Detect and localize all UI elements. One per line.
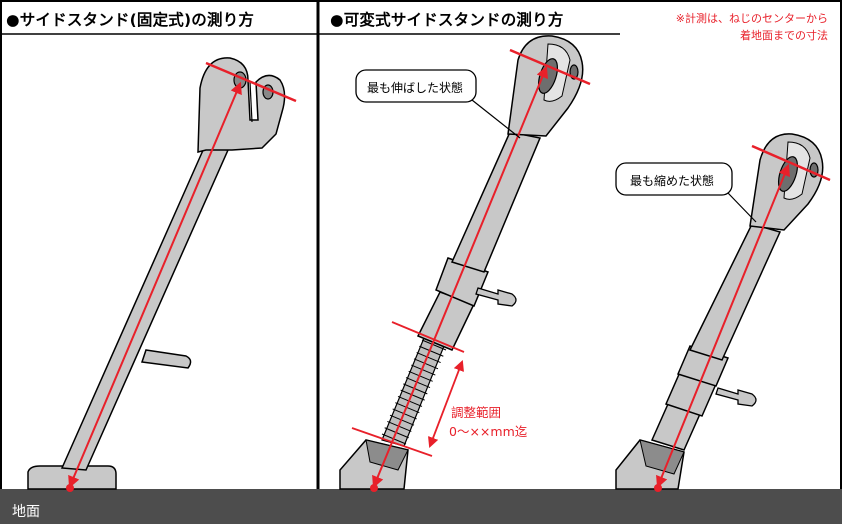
ground-label: 地面 xyxy=(12,504,40,520)
ground-strip xyxy=(0,489,842,524)
range-line-bottom xyxy=(351,427,433,457)
callout-extended-box xyxy=(355,69,477,103)
extended-adjust-bolt xyxy=(475,287,517,307)
callout-extended-pointer xyxy=(471,99,521,139)
adjust-range-value: 0～××mm迄 xyxy=(449,424,528,439)
retracted-axle-marker xyxy=(751,144,831,182)
fixed-side-stand xyxy=(27,57,297,492)
adjust-range-label: 調整範囲 xyxy=(451,405,502,420)
left-panel-title: ●サイドスタンド(固定式)の測り方 xyxy=(6,11,255,29)
callout-retracted-pointer xyxy=(727,192,757,223)
adjustable-stand-retracted xyxy=(615,133,831,492)
fixed-clevis-gap xyxy=(249,81,253,123)
extended-measure-arrow xyxy=(372,65,548,489)
fixed-axle-marker xyxy=(205,61,297,103)
fixed-contact-dot xyxy=(66,484,74,492)
fixed-measure-arrow xyxy=(68,81,242,489)
retracted-contact-dot xyxy=(654,484,662,492)
retracted-adjust-bolt xyxy=(715,387,757,407)
range-line-top xyxy=(391,321,465,353)
adjustable-stand-extended xyxy=(339,35,591,492)
fixed-stand-peg xyxy=(141,349,192,369)
right-panel-title: ●可変式サイドスタンドの測り方 xyxy=(330,11,564,29)
measurement-note-line2: 着地面までの寸法 xyxy=(740,29,828,42)
callout-extended-label: 最も伸ばした状態 xyxy=(367,81,464,95)
extended-axle-marker xyxy=(509,48,591,86)
callout-retracted-box xyxy=(615,162,733,196)
range-arrow xyxy=(428,359,464,449)
extended-contact-dot xyxy=(370,484,378,492)
measurement-note-line1: ※計測は、ねじのセンターから xyxy=(675,12,828,25)
callout-retracted-label: 最も縮めた状態 xyxy=(630,174,715,188)
retracted-measure-arrow xyxy=(656,163,790,489)
extended-leg xyxy=(450,131,542,273)
retracted-leg xyxy=(688,223,782,361)
